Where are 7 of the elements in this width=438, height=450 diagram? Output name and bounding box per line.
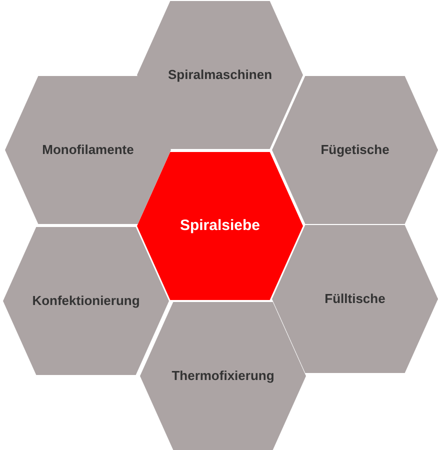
hexagon-label: Konfektionierung — [32, 292, 140, 310]
hexagon-label: Spiralmaschinen — [168, 66, 272, 84]
hexagon-label: Spiralsiebe — [180, 216, 260, 236]
hexagon-label: Monofilamente — [42, 141, 134, 160]
hexagon-label: Fülltische — [324, 290, 386, 308]
hexagon-label: Fügetische — [320, 141, 390, 160]
hexagon-label: Thermofixierung — [172, 367, 274, 386]
